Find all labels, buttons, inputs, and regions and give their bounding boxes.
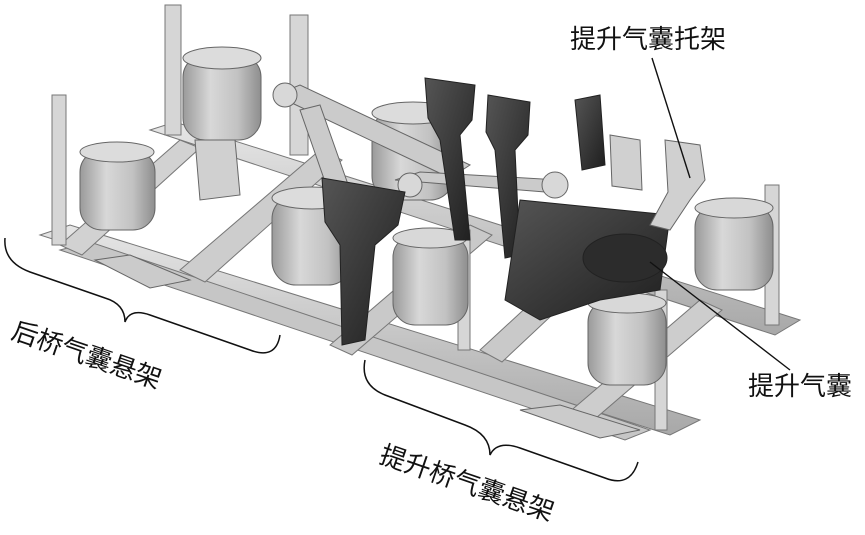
- brace-rear-axle: [4, 237, 281, 354]
- lift-axle-airbags: [392, 197, 774, 386]
- airbag-lift-1: [392, 227, 469, 326]
- leader-line-lift-airbag: [649, 261, 791, 371]
- airbag-lift-2: [587, 292, 667, 386]
- label-lift-airbag: 提升气囊: [748, 372, 852, 402]
- control-arms: [93, 82, 641, 439]
- label-rear-axle-air-suspension: 后桥气囊悬架: [8, 316, 165, 395]
- lift-airbag-bracket-part: [194, 134, 706, 231]
- label-lift-airbag-bracket: 提升气囊托架: [570, 25, 726, 55]
- braces: [4, 237, 639, 482]
- airbag-rear-2: [182, 46, 262, 141]
- dark-hanger-brackets: [321, 77, 671, 346]
- brace-lift-axle: [363, 359, 639, 482]
- label-lift-axle-air-suspension: 提升桥气囊悬架: [376, 440, 558, 528]
- leader-line-bracket: [651, 57, 691, 179]
- airbag-lift-3: [694, 197, 774, 291]
- leader-lines: [649, 57, 791, 371]
- airbag-rear-1: [79, 141, 156, 231]
